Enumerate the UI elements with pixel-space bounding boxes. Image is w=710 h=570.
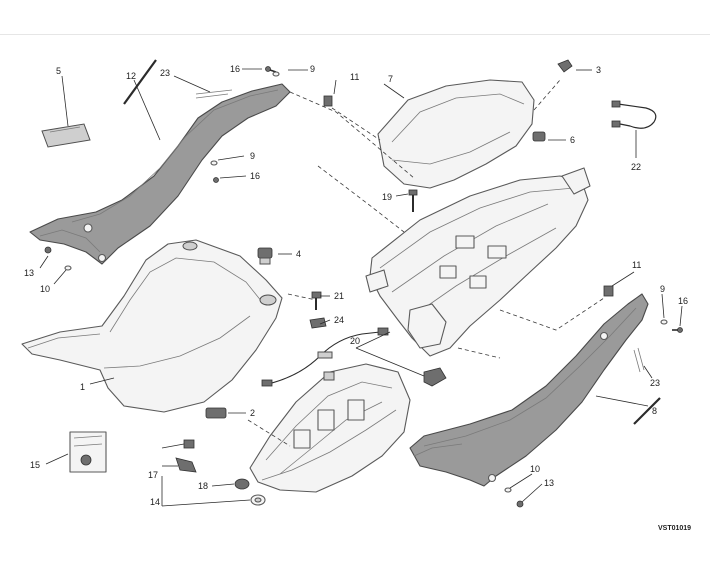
screw-16-right-part[interactable] [672, 327, 683, 333]
callout-2: 2 [250, 408, 255, 418]
undertray-part[interactable] [249, 363, 411, 493]
bolt-19-part[interactable] [408, 189, 418, 212]
assembly-lines [247, 79, 605, 447]
callout-7: 7 [388, 74, 393, 84]
tool-bag-part[interactable] [69, 431, 107, 473]
rubber-pad-3-part[interactable] [557, 59, 573, 73]
callout-23-right: 23 [650, 378, 660, 388]
washer-14-part[interactable] [250, 494, 266, 506]
callout-8: 8 [652, 406, 657, 416]
callout-18: 18 [198, 481, 208, 491]
callout-19: 19 [382, 192, 392, 202]
washer-9-top-part[interactable] [272, 71, 280, 77]
seat-buffer-part[interactable] [257, 247, 273, 265]
rider-seat-part[interactable] [21, 239, 283, 413]
screw-16-mid-part[interactable] [213, 177, 219, 183]
seat-rubber-part[interactable] [205, 407, 227, 419]
screw-13-right-part[interactable] [516, 500, 524, 508]
tape-23-top-part[interactable] [195, 89, 233, 99]
washer-9-right-part[interactable] [660, 319, 668, 325]
callout-22: 22 [631, 162, 641, 172]
callout-16-mid: 16 [250, 171, 260, 181]
callout-6: 6 [570, 135, 575, 145]
callout-4: 4 [296, 249, 301, 259]
callout-20: 20 [350, 336, 360, 346]
callout-16-right: 16 [678, 296, 688, 306]
callout-17: 17 [148, 470, 158, 480]
callout-12: 12 [126, 71, 136, 81]
callout-11-left: 11 [350, 72, 359, 82]
rubber-pad-6-part[interactable] [532, 131, 546, 142]
latch-17-part[interactable] [175, 439, 197, 473]
callout-9-top: 9 [310, 64, 315, 74]
clip-11-left-part[interactable] [323, 95, 333, 107]
top-divider [0, 34, 710, 35]
callout-9-mid: 9 [250, 151, 255, 161]
callout-10-left: 10 [40, 284, 50, 294]
callout-1: 1 [80, 382, 85, 392]
callout-9-right: 9 [660, 284, 665, 294]
rear-subframe-part[interactable] [365, 167, 591, 357]
callout-23-top: 23 [160, 68, 170, 78]
tape-23-right-part[interactable] [633, 347, 645, 373]
callout-13-right: 13 [544, 478, 554, 488]
callout-16-top: 16 [230, 64, 240, 74]
washer-10-right-part[interactable] [504, 487, 512, 493]
manual-booklet-part[interactable] [41, 123, 91, 148]
washer-9-mid-part[interactable] [210, 160, 218, 166]
left-tail-fairing-part[interactable] [29, 83, 291, 265]
right-tail-fairing-part[interactable] [409, 293, 649, 487]
callout-24: 24 [334, 315, 344, 325]
screw-16-top-part[interactable] [265, 66, 277, 73]
callout-14: 14 [150, 497, 160, 507]
washer-10-left-part[interactable] [64, 265, 72, 271]
callout-15: 15 [30, 460, 40, 470]
cable-22-part[interactable] [611, 100, 657, 129]
callout-11-right: 11 [632, 260, 641, 270]
clip-11-right-part[interactable] [603, 285, 614, 297]
bolt-21-part[interactable] [311, 291, 322, 310]
callout-13-left: 13 [24, 268, 34, 278]
leader-lines [39, 59, 683, 507]
callout-10-right: 10 [530, 464, 540, 474]
callout-21: 21 [334, 291, 344, 301]
screw-13-left-part[interactable] [44, 246, 52, 254]
callout-3: 3 [596, 65, 601, 75]
passenger-seat-part[interactable] [377, 79, 535, 189]
bracket-24-part[interactable] [309, 317, 327, 329]
clip-18-part[interactable] [234, 478, 250, 490]
callout-5: 5 [56, 66, 61, 76]
drawing-code: VST01019 [658, 525, 691, 532]
callout-labels: 5 12 23 16 9 11 7 3 6 22 9 16 19 4 13 10… [24, 64, 691, 532]
